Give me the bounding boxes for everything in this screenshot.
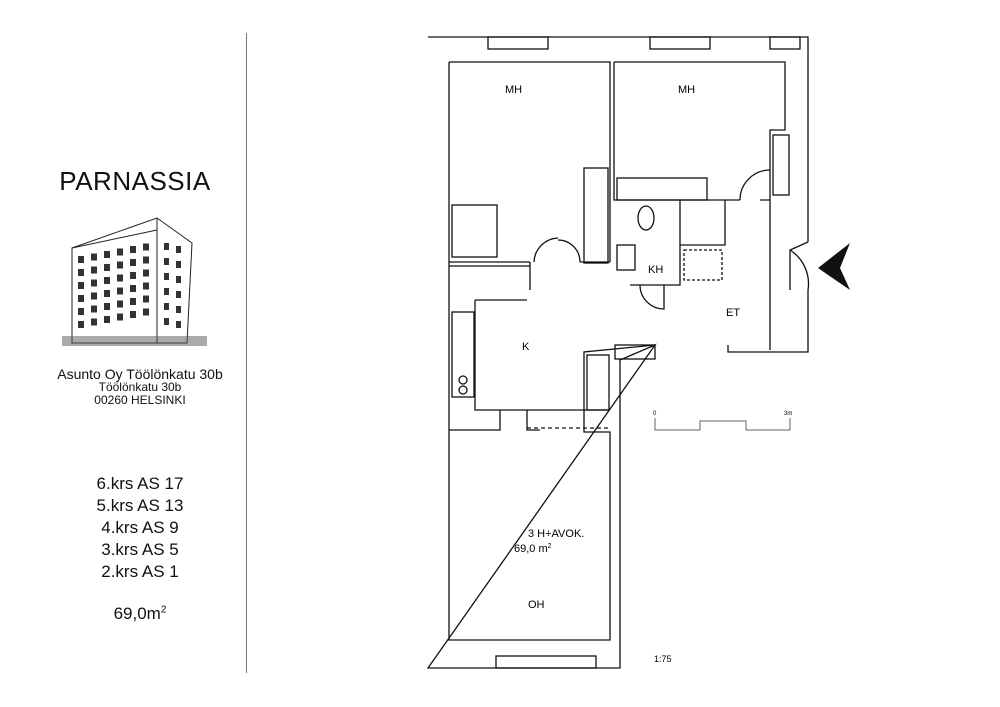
room-label: MH	[505, 84, 522, 96]
plan-area: 69,0 m2	[514, 543, 552, 555]
apartment-floor-item: 3.krs AS 5	[101, 540, 179, 559]
scale-bar-start: 0	[653, 411, 657, 417]
building-window	[117, 274, 123, 282]
inner-wall	[448, 61, 786, 641]
building-window	[104, 251, 110, 258]
building-window	[91, 279, 97, 287]
building-window	[164, 258, 169, 265]
scale-bar-end: 3m	[784, 411, 792, 417]
building-window	[176, 246, 181, 253]
apartment-type: 3 H+AVOK.	[528, 528, 584, 540]
building-window	[164, 273, 169, 280]
room-label: MH	[678, 84, 695, 96]
building-window	[130, 298, 136, 305]
outer-wall	[426, 36, 809, 669]
building-window	[143, 243, 149, 251]
building-window	[130, 311, 136, 318]
building-window	[104, 303, 110, 310]
building-window	[104, 290, 110, 297]
drawing-scale: 1:75	[654, 654, 672, 664]
building-window	[143, 256, 149, 264]
room-label: K	[522, 341, 530, 353]
apartment-floor-item: 2.krs AS 1	[101, 562, 179, 581]
apartment-floor-item: 5.krs AS 13	[96, 496, 184, 515]
apartment-floor-item: 6.krs AS 17	[96, 474, 184, 493]
building-window	[143, 269, 149, 277]
building-window	[117, 248, 123, 256]
building-window	[104, 264, 110, 271]
building-window	[130, 272, 136, 279]
street-address: Töölönkatu 30b	[98, 380, 182, 394]
scale-bar	[654, 418, 791, 431]
building-window	[78, 295, 84, 302]
building-window	[143, 295, 149, 303]
building-window	[117, 313, 123, 321]
building-name: PARNASSIA	[59, 166, 211, 196]
building-window	[130, 285, 136, 292]
building-window	[78, 256, 84, 263]
building-window	[130, 259, 136, 266]
company-name: Asunto Oy Töölönkatu 30b	[57, 366, 223, 382]
building-window	[91, 292, 97, 300]
building-window	[143, 308, 149, 316]
building-window	[143, 282, 149, 290]
building-window	[164, 318, 169, 325]
building-window	[176, 321, 181, 328]
building-window	[78, 308, 84, 315]
entrance-arrow-icon	[818, 243, 850, 290]
building-illustration	[62, 217, 207, 346]
room-label: OH	[528, 599, 545, 611]
room-label: ET	[726, 307, 740, 319]
building-window	[78, 321, 84, 328]
building-window	[104, 277, 110, 284]
building-window	[164, 303, 169, 310]
building-window	[164, 288, 169, 295]
divider	[246, 33, 247, 673]
building-window	[78, 282, 84, 289]
building-window	[176, 291, 181, 298]
building-window	[91, 305, 97, 313]
building-window	[130, 246, 136, 253]
building-window	[176, 261, 181, 268]
apartment-floor-item: 4.krs AS 9	[101, 518, 179, 537]
building-window	[117, 300, 123, 308]
building-window	[176, 276, 181, 283]
building-window	[176, 306, 181, 313]
building-window	[164, 243, 169, 250]
building-window	[104, 316, 110, 323]
building-window	[91, 253, 97, 261]
building-window	[91, 318, 97, 326]
building-window	[117, 261, 123, 269]
room-label: KH	[648, 264, 663, 276]
building-window	[117, 287, 123, 295]
building-window	[91, 266, 97, 274]
building-window	[78, 269, 84, 276]
apartment-area: 69,0m2	[113, 604, 167, 623]
postal-city: 00260 HELSINKI	[94, 393, 186, 407]
